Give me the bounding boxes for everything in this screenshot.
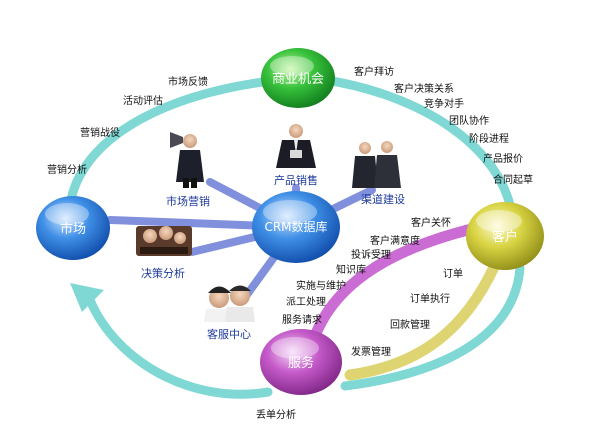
cycle-arc-bottom bbox=[85, 295, 273, 399]
label-complaint-handling: 投诉受理 bbox=[351, 248, 391, 261]
channel-people-icon bbox=[352, 141, 401, 188]
label-implementation-maintenance: 实施与维护 bbox=[296, 279, 346, 292]
decision-people-icon bbox=[136, 226, 192, 256]
role-service-center: 客服中心 bbox=[207, 327, 251, 341]
cycle-arc-top-right bbox=[321, 75, 517, 219]
role-marketing: 市场营销 bbox=[166, 194, 210, 208]
cycle-arrowhead bbox=[70, 283, 104, 312]
node-service-label: 服务 bbox=[288, 355, 314, 371]
label-customer-visit: 客户拜访 bbox=[354, 65, 394, 78]
node-market[interactable]: 市场 bbox=[36, 196, 110, 260]
node-customer-label: 客户 bbox=[492, 229, 518, 245]
label-payment-collection: 回款管理 bbox=[390, 318, 430, 331]
role-channel: 渠道建设 bbox=[361, 192, 405, 206]
label-contract-drafting: 合同起草 bbox=[493, 173, 533, 186]
marketing-person-icon bbox=[170, 132, 204, 188]
node-business-label: 商业机会 bbox=[272, 72, 324, 87]
label-marketing-campaign: 营销战役 bbox=[80, 126, 120, 139]
cycle-arc-top-left bbox=[65, 76, 275, 210]
service-center-people-icon bbox=[204, 285, 255, 322]
cycle-arc-right-down bbox=[340, 263, 525, 391]
label-marketing-analysis: 营销分析 bbox=[47, 163, 87, 176]
label-invoice-management: 发票管理 bbox=[351, 345, 391, 358]
label-lost-order-analysis: 丢单分析 bbox=[256, 408, 296, 421]
label-stage-progress: 阶段进程 bbox=[469, 132, 509, 145]
node-crm-database[interactable]: CRM数据库 bbox=[252, 191, 340, 263]
role-decision: 决策分析 bbox=[141, 266, 185, 280]
yellow-band bbox=[344, 259, 501, 381]
label-product-quote: 产品报价 bbox=[483, 152, 523, 165]
purple-band bbox=[306, 221, 486, 351]
label-service-request: 服务请求 bbox=[282, 313, 322, 326]
label-customer-decision-relation: 客户决策关系 bbox=[394, 82, 454, 95]
label-order: 订单 bbox=[443, 268, 463, 280]
label-dispatch-handling: 派工处理 bbox=[286, 296, 326, 308]
label-knowledge-base: 知识库 bbox=[336, 263, 366, 276]
node-service[interactable]: 服务 bbox=[260, 329, 342, 395]
label-campaign-evaluation: 活动评估 bbox=[123, 94, 163, 107]
label-team-collaboration: 团队协作 bbox=[449, 114, 489, 127]
role-sales: 产品销售 bbox=[274, 173, 318, 187]
label-customer-satisfaction: 客户满意度 bbox=[370, 234, 420, 247]
label-order-execution: 订单执行 bbox=[410, 292, 450, 305]
label-competitor: 竞争对手 bbox=[424, 97, 464, 110]
node-crm-label: CRM数据库 bbox=[264, 219, 327, 234]
label-market-feedback: 市场反馈 bbox=[168, 75, 208, 88]
sales-person-icon bbox=[276, 124, 316, 168]
node-customer[interactable]: 客户 bbox=[466, 202, 544, 270]
node-market-label: 市场 bbox=[60, 221, 86, 237]
node-business-opportunity[interactable]: 商业机会 bbox=[261, 48, 335, 108]
label-customer-care: 客户关怀 bbox=[411, 216, 451, 229]
